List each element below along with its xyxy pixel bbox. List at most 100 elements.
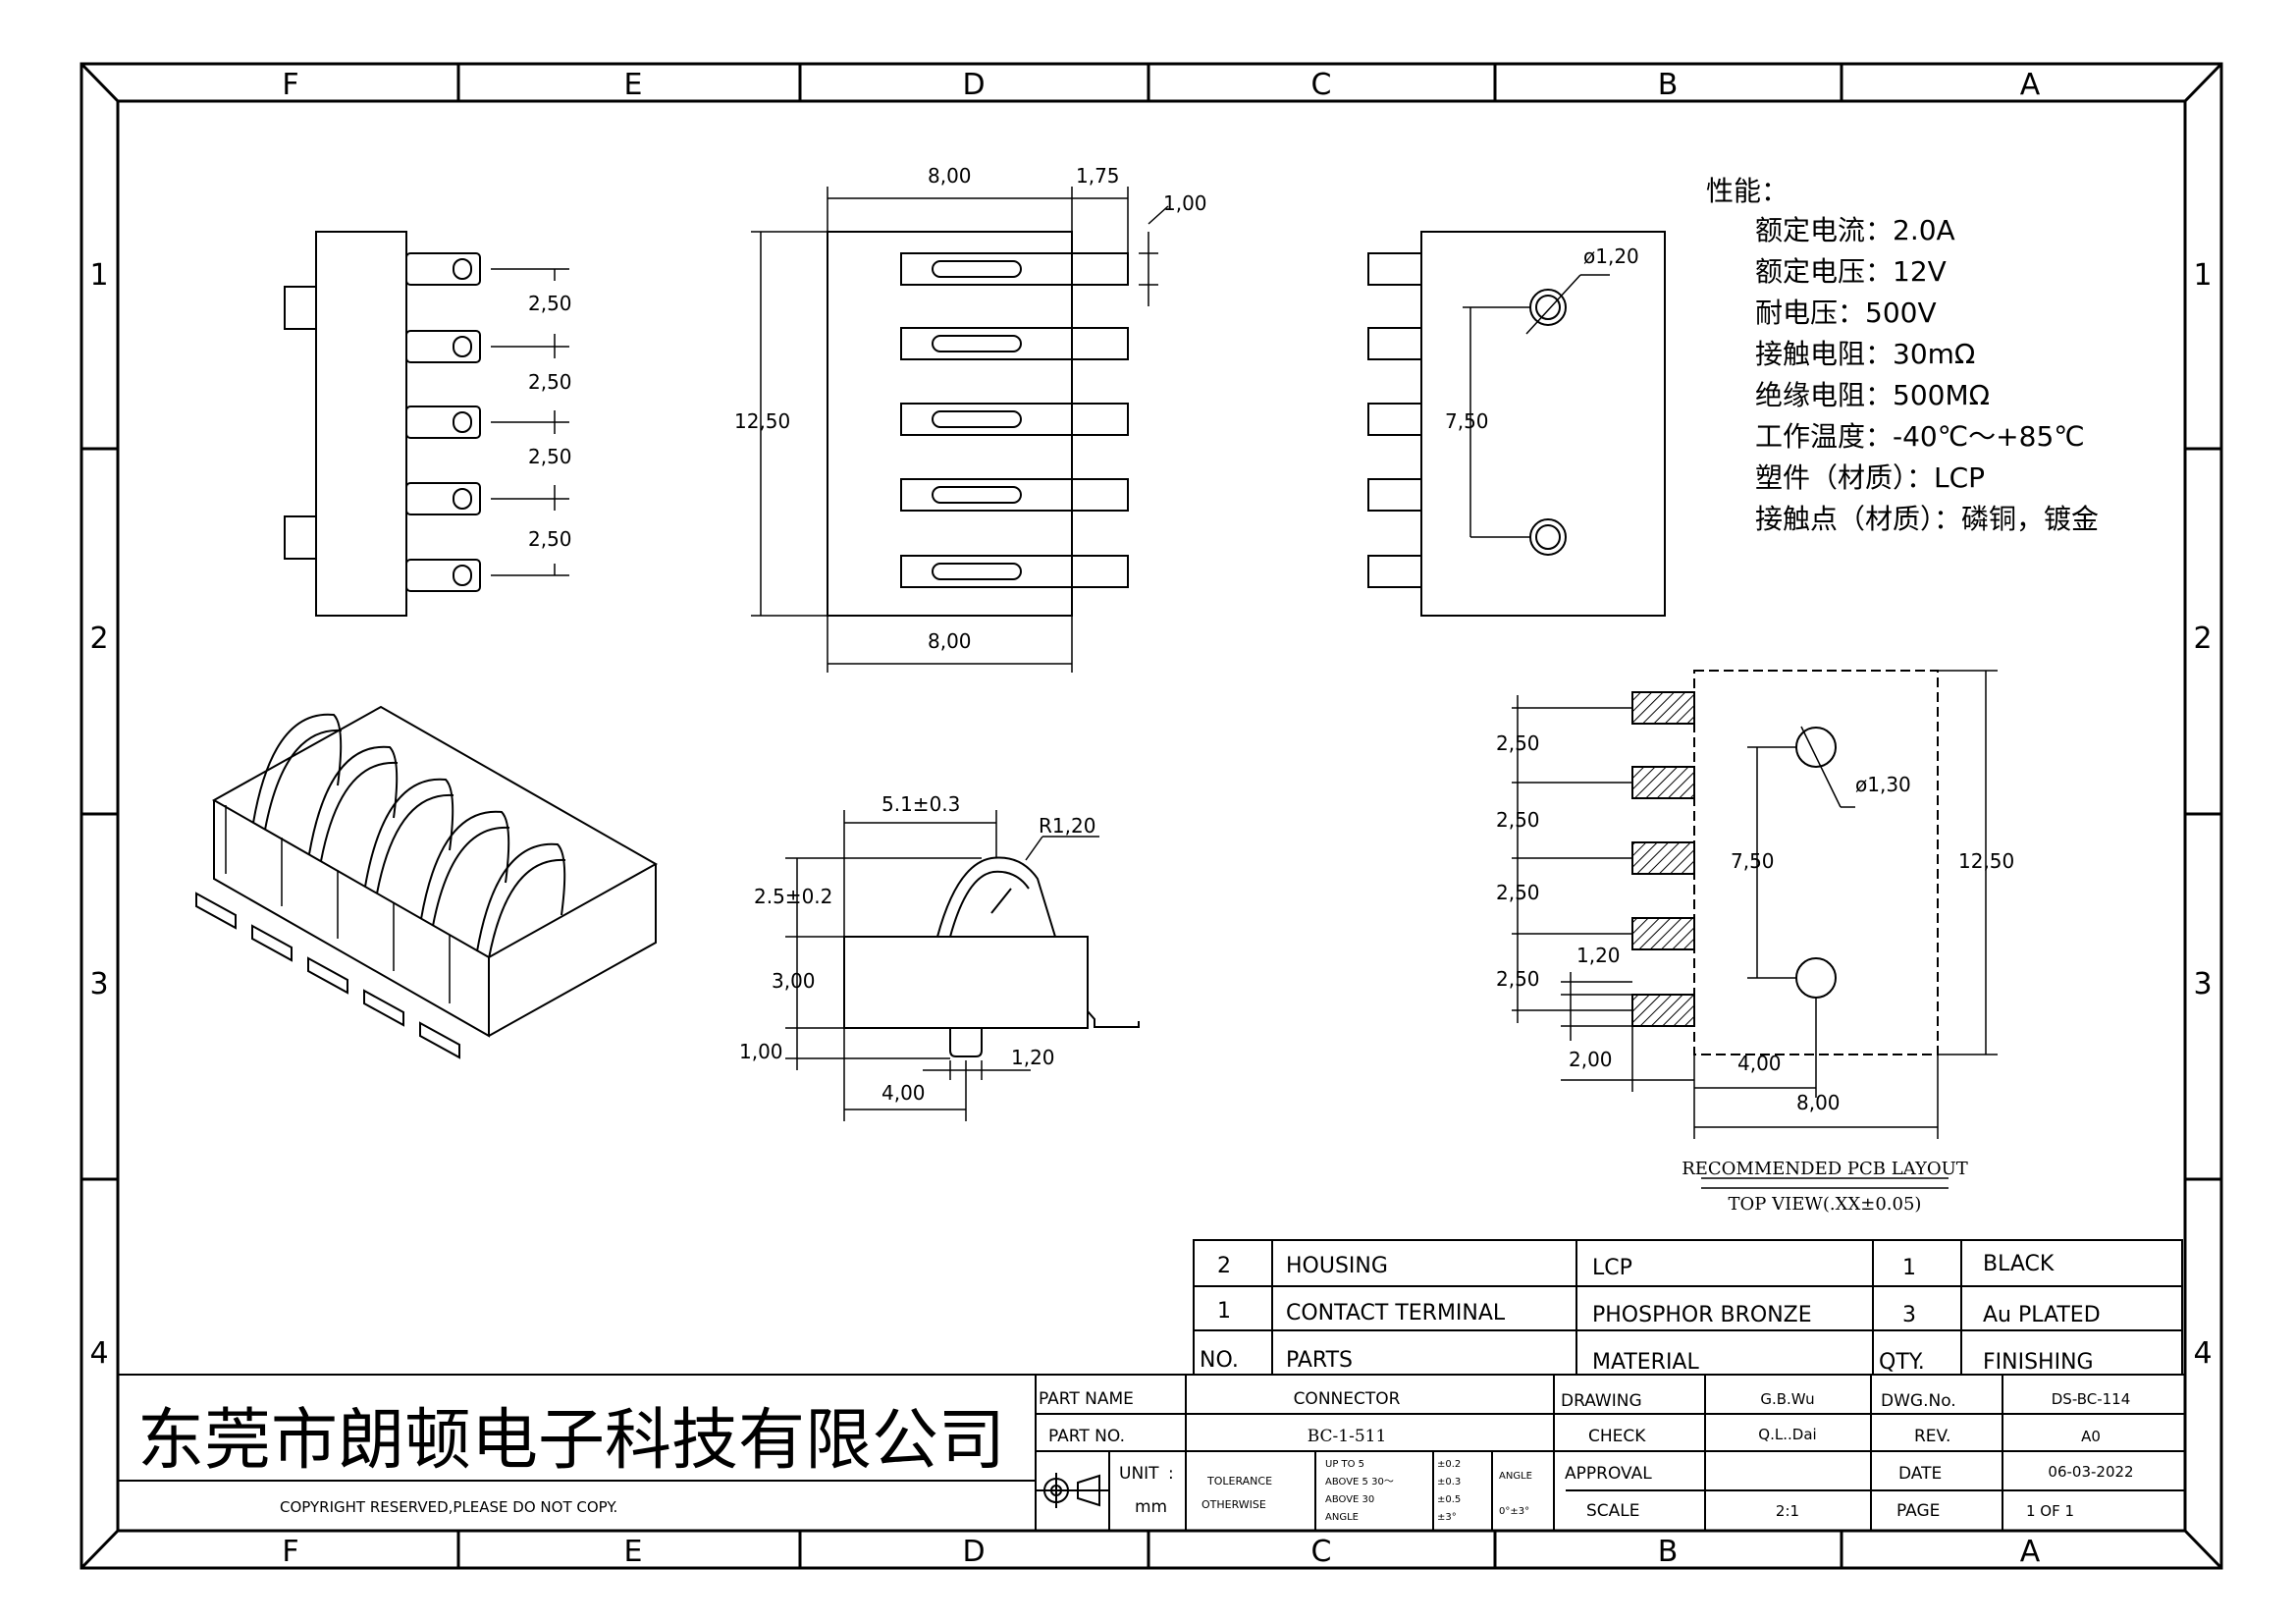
bom-row2-part: CONTACT TERMINAL bbox=[1286, 1301, 1506, 1325]
side-pitch-2: 2,50 bbox=[528, 370, 572, 394]
column-labels: F E D C B A F E D C B A bbox=[282, 68, 2040, 1569]
row-right-2: 2 bbox=[2193, 622, 2212, 656]
profile-view-dims: 5.1±0.3 R1,20 2.5±0.2 3,00 1,00 4,00 1,2… bbox=[739, 792, 1095, 1105]
bom-text: 2 HOUSING LCP 1 BLACK 1 CONTACT TERMINAL… bbox=[1200, 1252, 2101, 1375]
pcb-width: 8,00 bbox=[1796, 1091, 1841, 1114]
profile-radius: R1,20 bbox=[1039, 814, 1095, 838]
top-tail: 1,75 bbox=[1076, 164, 1120, 188]
row-right-4: 4 bbox=[2193, 1336, 2212, 1371]
approval-label: APPROVAL bbox=[1565, 1464, 1652, 1484]
profile-peg-offset: 4,00 bbox=[881, 1081, 926, 1105]
scale-label: SCALE bbox=[1586, 1501, 1640, 1521]
bom-row2-no: 1 bbox=[1217, 1299, 1231, 1324]
bom-row1-part: HOUSING bbox=[1286, 1254, 1388, 1278]
pcb-caption-1: RECOMMENDED PCB LAYOUT bbox=[1682, 1159, 1968, 1179]
tol-range-2: ABOVE 5 30～ bbox=[1325, 1477, 1394, 1488]
rev-label: REV. bbox=[1914, 1427, 1950, 1446]
bom-header-qty: QTY. bbox=[1879, 1350, 1925, 1375]
row-right-3: 3 bbox=[2193, 967, 2212, 1001]
date-label: DATE bbox=[1898, 1464, 1942, 1484]
side-pitch-4: 2,50 bbox=[528, 527, 572, 551]
row-left-4: 4 bbox=[89, 1336, 108, 1371]
col-bottom-b: B bbox=[1658, 1535, 1679, 1569]
drawing-label: DRAWING bbox=[1561, 1391, 1642, 1411]
pcb-pitch-4: 2,50 bbox=[1496, 967, 1540, 991]
angle-label: ANGLE bbox=[1499, 1471, 1532, 1482]
tol-value-1: ±0.2 bbox=[1437, 1459, 1461, 1470]
spec-item-1: 额定电流：2.0A bbox=[1755, 214, 1955, 246]
part-name-label: PART NAME bbox=[1039, 1389, 1134, 1409]
profile-body-height: 3,00 bbox=[772, 969, 816, 993]
angle-value: 0°±3° bbox=[1499, 1506, 1529, 1517]
date-value: 06-03-2022 bbox=[2048, 1463, 2133, 1481]
profile-contact-height: 2.5±0.2 bbox=[754, 885, 832, 908]
col-top-d: D bbox=[962, 68, 985, 102]
copyright-notice: COPYRIGHT RESERVED,PLEASE DO NOT COPY. bbox=[280, 1498, 617, 1516]
drawing-value: G.B.Wu bbox=[1760, 1390, 1814, 1408]
bom-header-finishing: FINISHING bbox=[1983, 1350, 2094, 1375]
col-bottom-a: A bbox=[2020, 1535, 2041, 1569]
col-top-b: B bbox=[1658, 68, 1679, 102]
bottom-view bbox=[1367, 231, 1666, 617]
dwg-no-label: DWG.No. bbox=[1881, 1391, 1956, 1411]
tol-range-3: ABOVE 30 bbox=[1325, 1494, 1374, 1505]
top-contacts bbox=[900, 252, 1129, 588]
bottom-view-dims: ø1,20 7,50 bbox=[1445, 244, 1639, 433]
pcb-length: 12,50 bbox=[1958, 849, 2014, 873]
spec-item-6: 工作温度：-40℃～+85℃ bbox=[1755, 420, 2085, 453]
top-width-top: 8,00 bbox=[928, 164, 972, 188]
unit-label: UNIT bbox=[1119, 1464, 1159, 1484]
bom-row1-finishing: BLACK bbox=[1983, 1252, 2055, 1276]
bom-row2-qty: 3 bbox=[1902, 1303, 1916, 1327]
profile-view bbox=[785, 810, 1140, 1121]
check-label: CHECK bbox=[1588, 1427, 1646, 1446]
spec-item-7: 塑件（材质）：LCP bbox=[1755, 461, 1985, 494]
side-pitch-1: 2,50 bbox=[528, 292, 572, 315]
pcb-hole-dia: ø1,30 bbox=[1855, 773, 1911, 796]
page-value: 1 OF 1 bbox=[2026, 1502, 2074, 1520]
spec-item-2: 额定电压：12V bbox=[1755, 255, 1947, 288]
col-top-c: C bbox=[1311, 68, 1332, 102]
profile-peg-height: 1,00 bbox=[739, 1040, 783, 1063]
isometric-view bbox=[195, 705, 659, 1059]
bom-row2-finishing: Au PLATED bbox=[1983, 1303, 2101, 1327]
part-name-value: CONNECTOR bbox=[1294, 1389, 1401, 1409]
bom-header-material: MATERIAL bbox=[1592, 1350, 1699, 1375]
pcb-hole-offset: 4,00 bbox=[1737, 1052, 1782, 1075]
tolerance-label: TOLERANCE bbox=[1206, 1475, 1272, 1488]
pcb-layout bbox=[1512, 670, 1998, 1189]
scale-value: 2:1 bbox=[1776, 1502, 1799, 1520]
side-contacts bbox=[405, 252, 481, 592]
bom-row1-material: LCP bbox=[1592, 1256, 1632, 1280]
col-bottom-c: C bbox=[1311, 1535, 1332, 1569]
pcb-pad-width: 1,20 bbox=[1576, 944, 1621, 967]
spec-item-5: 绝缘电阻：500MΩ bbox=[1755, 379, 1990, 411]
side-view bbox=[284, 231, 569, 617]
rev-value: A0 bbox=[2081, 1428, 2101, 1445]
top-width-bottom: 8,00 bbox=[928, 629, 972, 653]
pcb-pads bbox=[1631, 691, 1695, 1027]
row-left-1: 1 bbox=[89, 258, 108, 293]
frame bbox=[80, 62, 2223, 1570]
part-no-label: PART NO. bbox=[1048, 1427, 1125, 1446]
profile-contact-span: 5.1±0.3 bbox=[881, 792, 960, 816]
pcb-pad-length: 2,00 bbox=[1569, 1048, 1613, 1071]
pcb-pitch-1: 2,50 bbox=[1496, 731, 1540, 755]
col-bottom-e: E bbox=[624, 1535, 643, 1569]
row-left-3: 3 bbox=[89, 967, 108, 1001]
unit-value: mm bbox=[1135, 1497, 1167, 1517]
side-pitch-3: 2,50 bbox=[528, 445, 572, 468]
bottom-hole-dia: ø1,20 bbox=[1583, 244, 1639, 268]
spec-item-8: 接触点（材质）：磷铜，镀金 bbox=[1755, 503, 2099, 535]
row-labels: 1 2 3 4 1 2 3 4 bbox=[89, 258, 2212, 1371]
row-right-1: 1 bbox=[2193, 258, 2212, 293]
iso-tails bbox=[195, 892, 460, 1059]
tol-range-1: UP TO 5 bbox=[1325, 1459, 1364, 1470]
bom-header-part: PARTS bbox=[1286, 1348, 1353, 1373]
top-pin-width: 1,00 bbox=[1163, 191, 1207, 215]
spec-title: 性能： bbox=[1706, 175, 1789, 207]
tol-range-4: ANGLE bbox=[1325, 1512, 1359, 1523]
otherwise-label: OTHERWISE bbox=[1201, 1498, 1266, 1511]
projection-symbol-icon bbox=[1039, 1473, 1100, 1508]
top-view-dims: 8,00 1,75 1,00 12,50 8,00 bbox=[734, 164, 1207, 653]
